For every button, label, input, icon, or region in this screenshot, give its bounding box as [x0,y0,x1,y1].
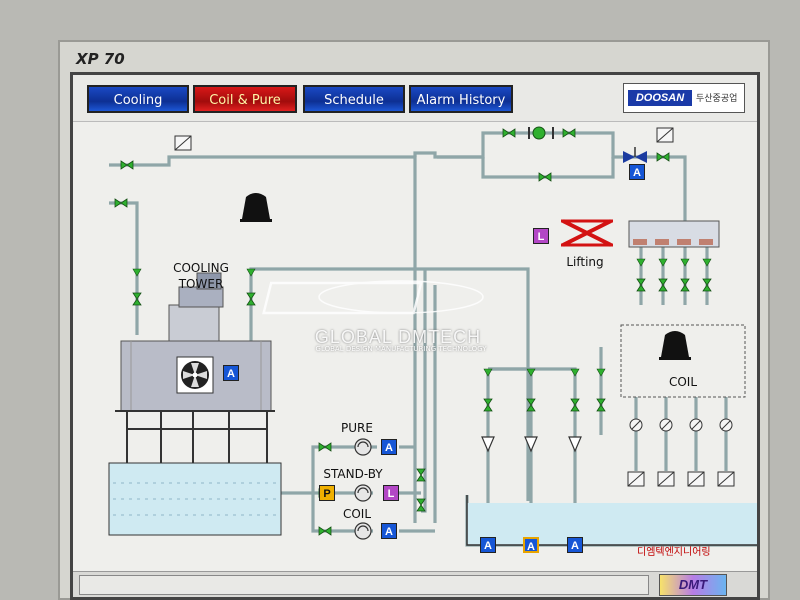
auto-status-tower[interactable]: A [223,365,239,381]
local-status-standby[interactable]: L [383,485,399,501]
fan-icon[interactable] [176,356,214,394]
sensor-box-top-icon [174,135,192,151]
watermark-logo [262,280,484,315]
tab-alarm-history[interactable]: Alarm History [409,85,513,113]
auto-status-pure[interactable]: A [381,439,397,455]
doosan-logo: DOOSAN 두산중공업 [623,83,745,113]
sensor-box-right-icon [656,127,674,143]
auto-status-coil-pump[interactable]: A [381,523,397,539]
pump-coil-icon[interactable] [354,522,372,540]
tab-bar: Cooling Coil & Pure Schedule Alarm Histo… [73,75,757,122]
watermark-title: GLOBAL DMTECH [314,327,482,347]
lifting-icon[interactable] [561,219,613,247]
cooling-tower-label-2: TOWER [178,277,224,291]
cooling-tower-label-1: COOLING [173,261,229,275]
standby-label: STAND-BY [323,467,383,481]
motor-valve-icon[interactable] [623,147,647,163]
device-model: XP 70 [76,50,125,68]
pump-standby-icon[interactable] [354,484,372,502]
lifting-label: Lifting [566,255,604,269]
pause-status-standby[interactable]: P [319,485,335,501]
status-bar: DMT [73,571,757,597]
watermark-subtitle: GLOBAL DESIGN MANUFACTURING TECHNOLOGY [315,345,487,353]
coil-water-tank [467,503,757,545]
auto-status-valve[interactable]: A [629,164,645,180]
footer-korean-company: 디엠텍엔지니어링 [637,547,711,558]
tab-schedule[interactable]: Schedule [303,85,405,113]
dmt-logo: DMT [659,574,727,596]
pump-pure-icon[interactable] [354,438,372,456]
alarm-message-box [79,575,649,595]
auto-status-pump-3[interactable]: A [567,537,583,553]
tab-coil-pure[interactable]: Coil & Pure [193,85,297,113]
bell-icon [240,193,272,222]
logo-korean: 두산중공업 [696,94,738,104]
process-diagram [108,126,757,547]
hmi-screen: Cooling Coil & Pure Schedule Alarm Histo… [70,72,760,600]
tab-cooling[interactable]: Cooling [87,85,189,113]
logo-brand: DOOSAN [628,90,692,106]
coil-label: COIL [668,375,698,389]
auto-status-pump-1[interactable]: A [480,537,496,553]
local-status-lifting[interactable]: L [533,228,549,244]
coil-pump-label: COIL [342,507,372,521]
top-pump-icon[interactable] [532,126,546,140]
auto-status-pump-2[interactable]: A [523,537,539,553]
coil-header [628,220,720,248]
pure-label: PURE [341,421,373,435]
